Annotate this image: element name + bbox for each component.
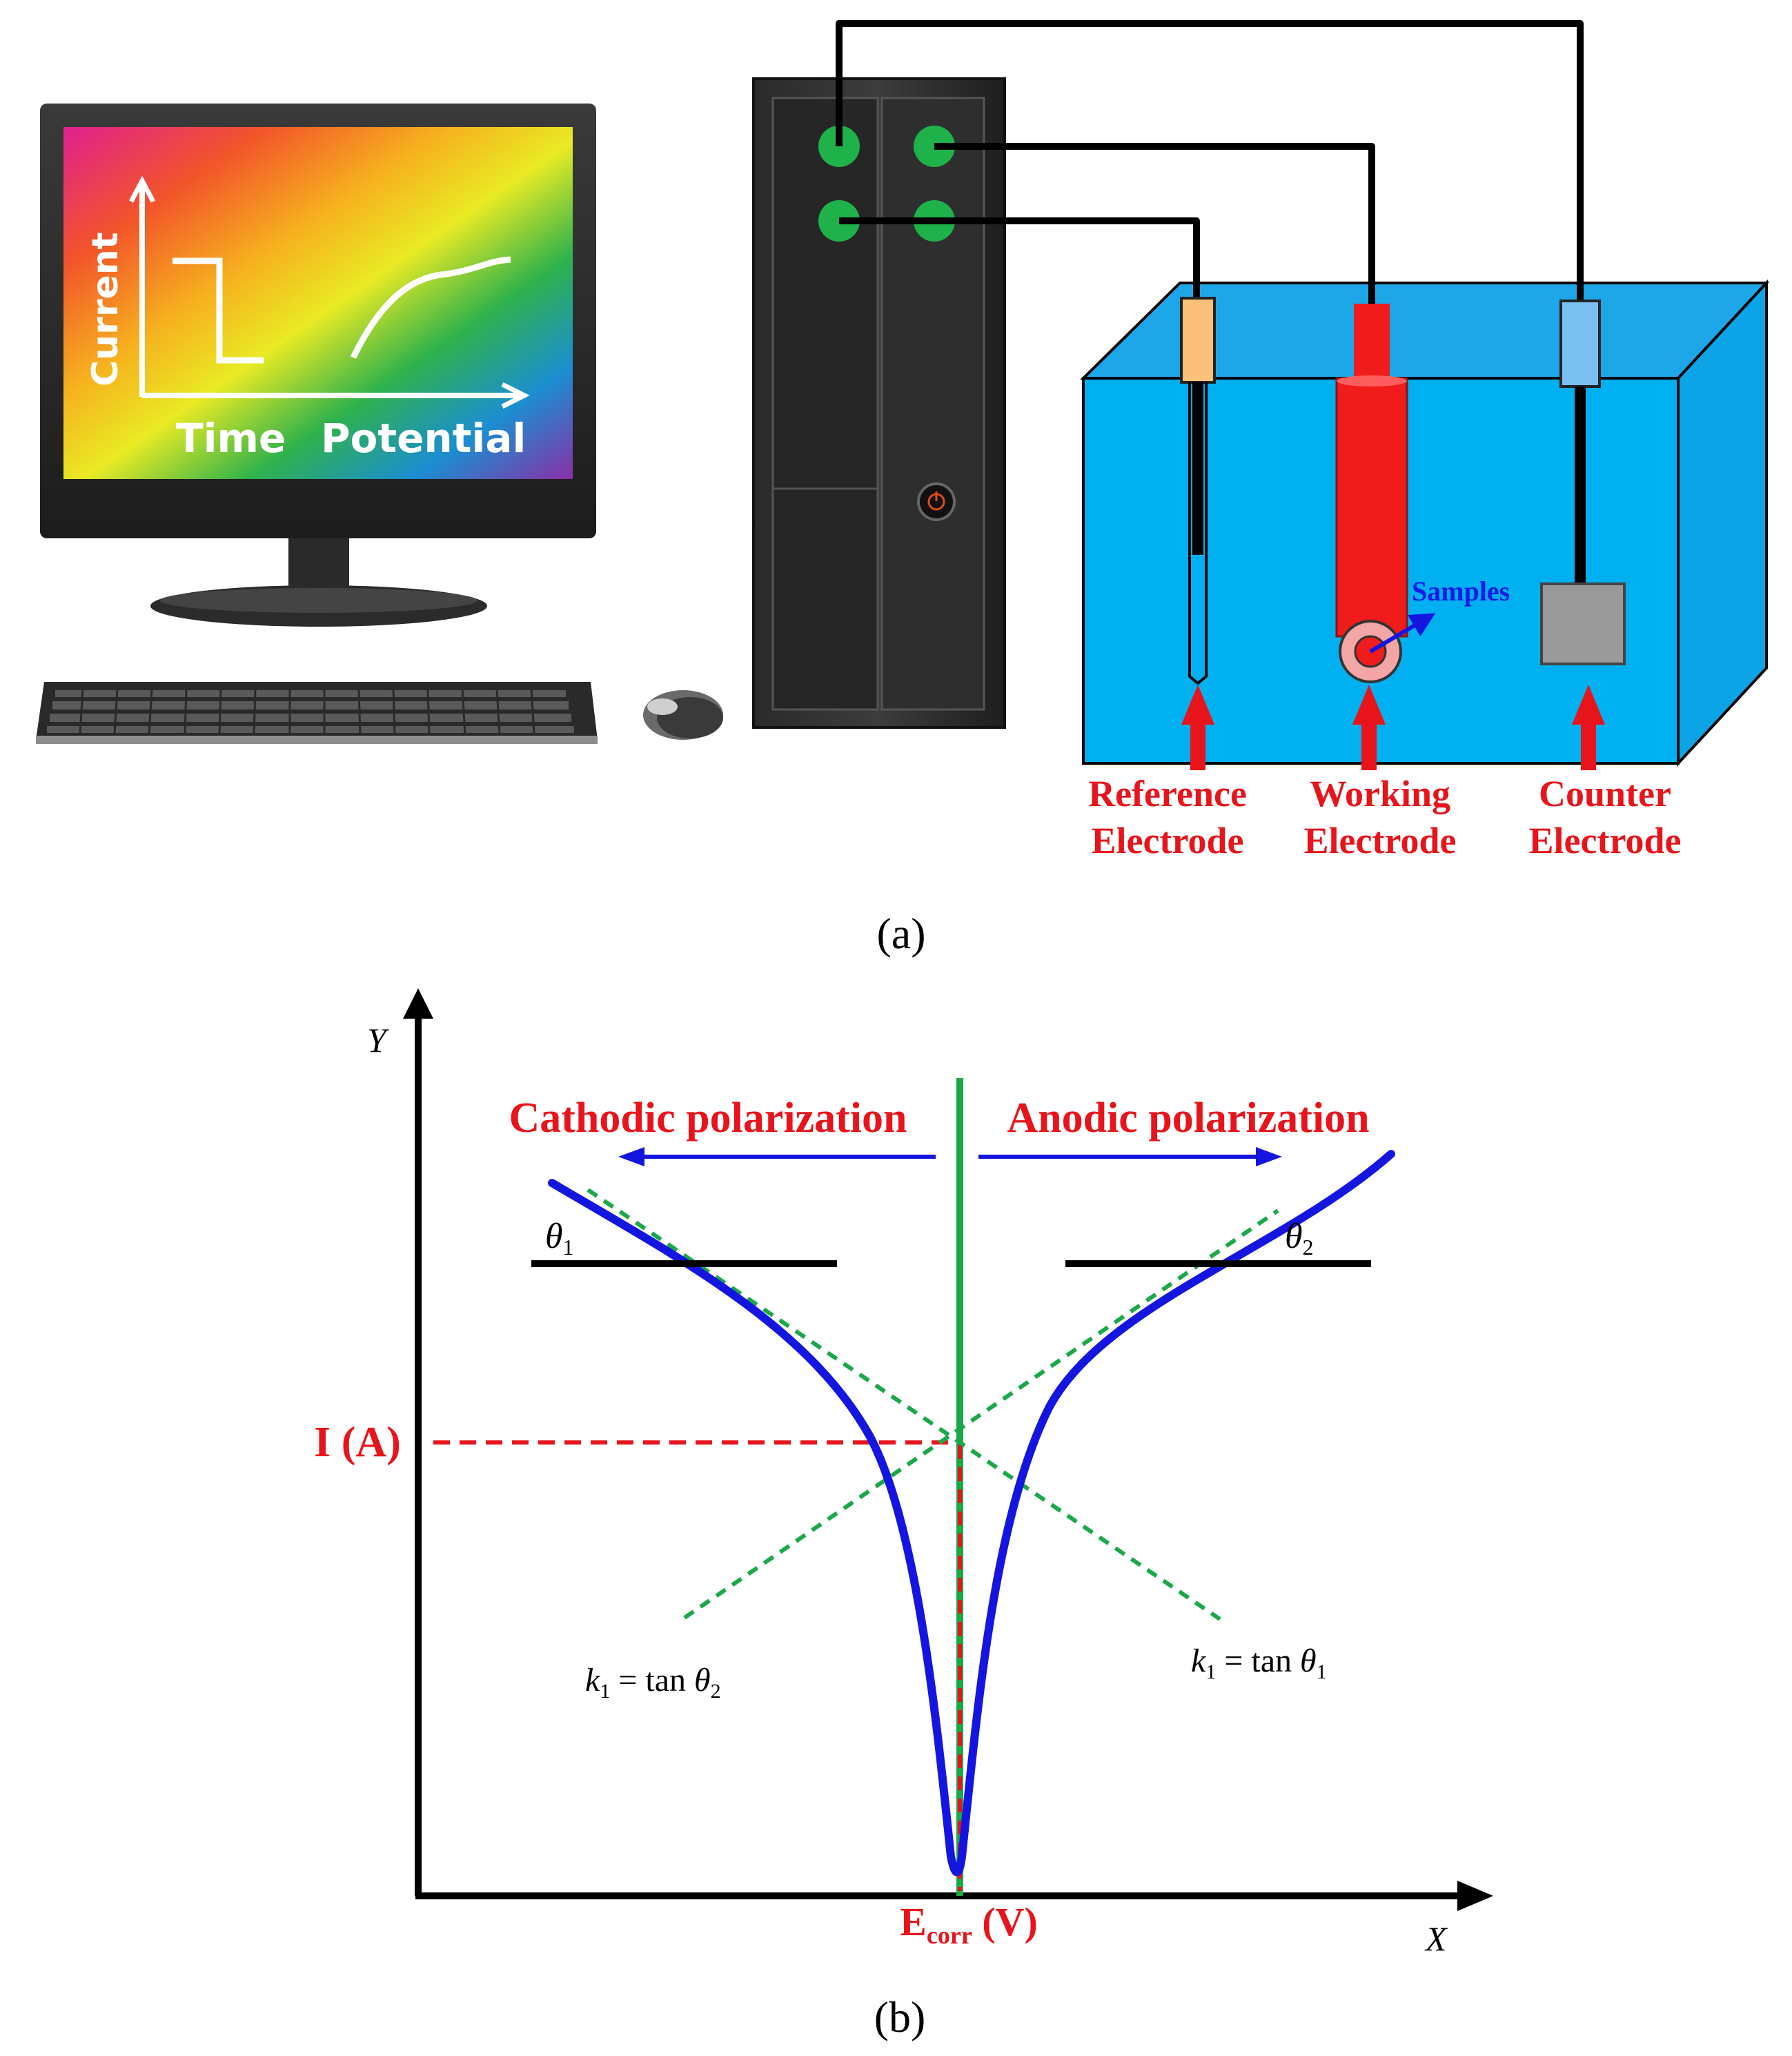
theta-left-label: θ1 — [545, 1217, 574, 1260]
anodic-direction-arrow — [978, 1147, 1282, 1166]
mouse — [643, 690, 723, 740]
screen-x-label-time: Time — [176, 415, 286, 462]
electrode-arrows — [1181, 685, 1605, 770]
tafel-tangent-anodic — [683, 1208, 1279, 1620]
anodic-polarization-label: Anodic polarization — [1007, 1095, 1369, 1142]
plot-axes — [403, 988, 1493, 1911]
theta-right-label: θ2 — [1285, 1217, 1314, 1260]
power-button — [917, 482, 956, 521]
electrode-label-working-line2: Electrode — [1304, 820, 1457, 861]
electrode-label-counter-line2: Electrode — [1529, 820, 1682, 861]
keyboard — [36, 682, 598, 744]
ecorr-label: Ecorr (V) — [900, 1899, 1038, 1949]
pc-tower — [752, 77, 1006, 729]
cathodic-polarization-label: Cathodic polarization — [509, 1095, 907, 1142]
caption-a: (a) — [876, 909, 925, 958]
tafel-tangent-cathodic — [587, 1188, 1221, 1621]
cathodic-direction-arrow — [618, 1147, 936, 1166]
panel-a: Current Time Potential — [36, 20, 1770, 958]
polarization-curve — [548, 1150, 1395, 1877]
caption-b: (b) — [874, 1993, 926, 2042]
current-label: I (A) — [314, 1419, 401, 1466]
electrode-label-working-line1: Working — [1310, 773, 1450, 814]
monitor: Current Time Potential — [40, 104, 596, 627]
formula-left: k1 = tan θ2 — [585, 1662, 721, 1703]
y-axis-label: Y — [367, 1021, 390, 1059]
monitor-screen — [63, 127, 573, 479]
electrode-label-counter-line1: Counter — [1539, 773, 1671, 814]
panel-b: Y X θ1 θ2 Cathodic polarization Anodic p… — [314, 988, 1493, 2042]
electrode-label-reference-line1: Reference — [1088, 773, 1247, 814]
screen-x-label-potential: Potential — [321, 415, 526, 462]
wires — [836, 20, 1584, 304]
counter-electrode — [1540, 300, 1626, 665]
y-axis-arrowhead — [403, 988, 433, 1019]
screen-plot — [128, 175, 530, 409]
screen-y-label: Current — [85, 232, 126, 386]
x-axis-arrowhead — [1457, 1881, 1493, 1911]
working-electrode: Samples — [1335, 304, 1510, 683]
samples-pointer — [1369, 613, 1436, 654]
reference-electrode — [1180, 297, 1216, 685]
x-axis-label: X — [1424, 1919, 1448, 1958]
samples-label: Samples — [1412, 576, 1510, 607]
electrode-label-reference-line2: Electrode — [1092, 820, 1244, 861]
formula-right: k1 = tan θ1 — [1191, 1643, 1327, 1683]
